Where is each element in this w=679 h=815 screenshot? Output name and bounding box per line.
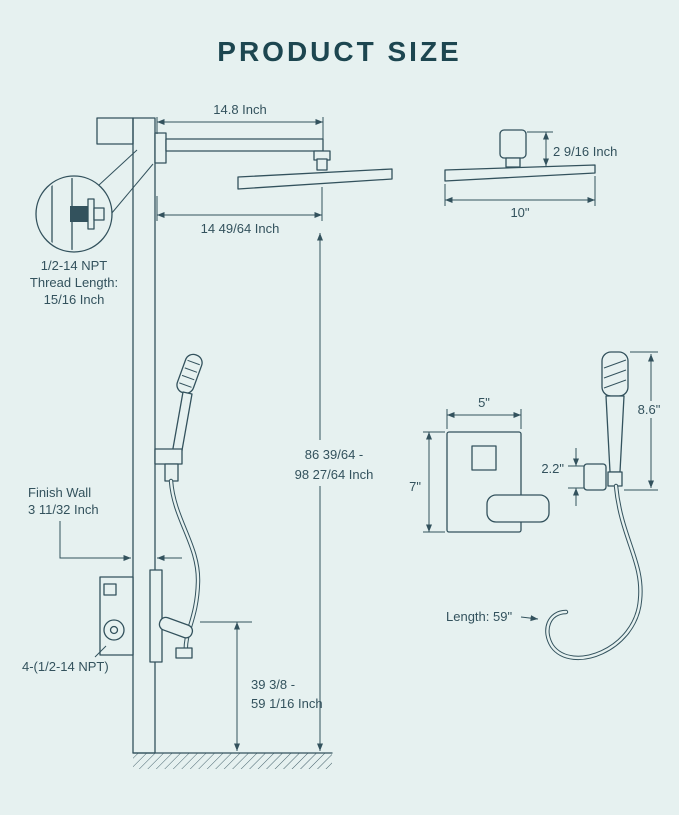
rough-in-port-center: [109, 625, 119, 635]
dim-arm-length: 14.8 Inch: [156, 102, 324, 139]
shower-arm-assembly: [154, 132, 393, 190]
valve-thread-label: 4-(1/2-14 NPT): [22, 659, 109, 674]
valve-thread-note: 4-(1/2-14 NPT): [22, 645, 109, 674]
rough-in-detail: [103, 583, 117, 596]
rough-in-port: [103, 619, 125, 641]
handheld-left-connector: [164, 463, 179, 482]
dim-valve-width-label: 5": [478, 395, 490, 410]
page-title: PRODUCT SIZE: [217, 36, 462, 67]
head-connector-stem: [505, 157, 521, 168]
dim-head-height-label: 2 9/16 Inch: [553, 144, 617, 159]
handheld-holder: [583, 463, 607, 491]
dim-outlet-line1: 39 3/8 -: [251, 677, 295, 692]
hose-length-note: Length: 59": [446, 609, 539, 624]
valve-handle: [158, 616, 194, 639]
valve-trim-plate: [149, 569, 163, 663]
detail-thread: [70, 206, 88, 222]
dim-arm-reach-label: 14 49/64 Inch: [201, 221, 280, 236]
wall-corner-hatch: [96, 117, 134, 145]
dim-overall-line1: 86 39/64 -: [305, 447, 364, 462]
valve-diverter-button: [471, 445, 497, 471]
valve-left: [99, 569, 194, 663]
rain-shower-head: [237, 168, 393, 190]
detail-flange: [87, 198, 95, 230]
floor-hatch: [133, 753, 332, 769]
dim-overall-line2: 98 27/64 Inch: [295, 467, 374, 482]
thread-spec-line1: 1/2-14 NPT: [41, 258, 108, 273]
dim-finish-wall: Finish Wall 3 11/32 Inch: [28, 485, 182, 561]
dim-valve-height: 7": [409, 431, 445, 533]
head-side-view: [444, 129, 596, 182]
wall-section: [96, 117, 333, 769]
head-connector: [499, 129, 527, 159]
valve-lever: [486, 494, 550, 523]
dim-overall-height: 86 39/64 - 98 27/64 Inch: [282, 233, 386, 751]
handheld-right-connector: [607, 471, 623, 487]
dim-head-height: 2 9/16 Inch: [527, 131, 617, 166]
finish-wall-line1: Finish Wall: [28, 485, 91, 500]
valve-front-view: [446, 431, 550, 533]
dim-arm-reach: 14 49/64 Inch: [156, 187, 323, 236]
thread-spec-line2: Thread Length:: [30, 275, 118, 290]
dim-handheld-length: 8.6": [624, 351, 670, 491]
finish-wall-line2: 3 11/32 Inch: [28, 502, 99, 517]
dim-handheld-length-label: 8.6": [638, 402, 661, 417]
hose-outlet: [175, 647, 193, 659]
handheld-right-handle: [605, 395, 625, 473]
hose-length-label: Length: 59": [446, 609, 512, 624]
dim-holder-label: 2.2": [541, 461, 564, 476]
thread-spec-line3: 15/16 Inch: [44, 292, 105, 307]
dim-holder: 2.2": [541, 448, 584, 506]
dim-outlet-line2: 59 1/16 Inch: [251, 696, 323, 711]
arm-nut: [316, 158, 328, 171]
arm-wall-flange: [154, 132, 167, 164]
dim-arm-length-label: 14.8 Inch: [213, 102, 267, 117]
handheld-left-bracket: [154, 448, 183, 465]
dim-head-width: 10": [444, 176, 596, 220]
shower-arm: [165, 138, 324, 152]
handheld-left-handle: [171, 391, 193, 457]
handheld-left-head: [176, 353, 203, 394]
thread-detail-callout: 1/2-14 NPT Thread Length: 15/16 Inch: [30, 149, 154, 307]
dim-head-width-label: 10": [510, 205, 529, 220]
handheld-right: [545, 351, 643, 661]
detail-arm-stub: [93, 207, 105, 221]
dim-outlet-height: 39 3/8 - 59 1/16 Inch: [200, 621, 323, 751]
head-profile: [444, 164, 596, 182]
dim-valve-width: 5": [446, 395, 522, 429]
dim-valve-height-label: 7": [409, 479, 421, 494]
